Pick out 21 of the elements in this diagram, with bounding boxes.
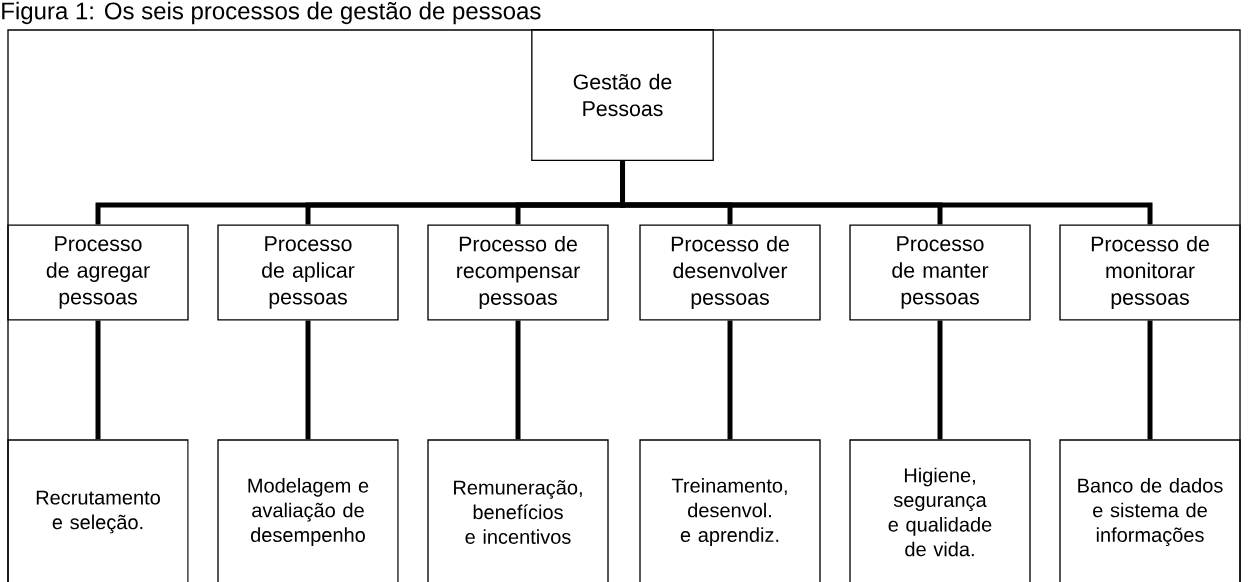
process-box: Processo de monitorar pessoas bbox=[1059, 224, 1241, 321]
connector-line bbox=[305, 320, 311, 440]
process-box: Remuneração, benefícios e incentivos bbox=[427, 439, 609, 582]
process-box: Banco de dados e sistema de informações bbox=[1059, 439, 1241, 582]
connector-line bbox=[515, 320, 521, 440]
process-box: Treinamento, desenvol. e aprendiz. bbox=[639, 439, 821, 582]
process-box: Gestão de Pessoas bbox=[531, 29, 714, 161]
process-box: Processo de desenvolver pessoas bbox=[639, 224, 821, 321]
process-box: Processo de agregar pessoas bbox=[7, 224, 189, 321]
connector-line bbox=[95, 320, 101, 440]
process-box: Processo de recompensar pessoas bbox=[427, 224, 609, 321]
process-box: Higiene, segurança e qualidade de vida. bbox=[849, 439, 1031, 582]
process-box: Modelagem e avaliação de desempenho bbox=[217, 439, 399, 582]
connector-line bbox=[1147, 320, 1153, 440]
process-box: Processo de manter pessoas bbox=[849, 224, 1031, 321]
process-box: Processo de aplicar pessoas bbox=[217, 224, 399, 321]
connector-line bbox=[937, 320, 943, 440]
figure-title: Figura 1: Os seis processos de gestão de pessoas bbox=[2, 1, 541, 25]
connector-line bbox=[727, 320, 733, 440]
connector-line bbox=[620, 161, 1153, 225]
process-box: Recrutamento e seleção. bbox=[7, 439, 189, 582]
